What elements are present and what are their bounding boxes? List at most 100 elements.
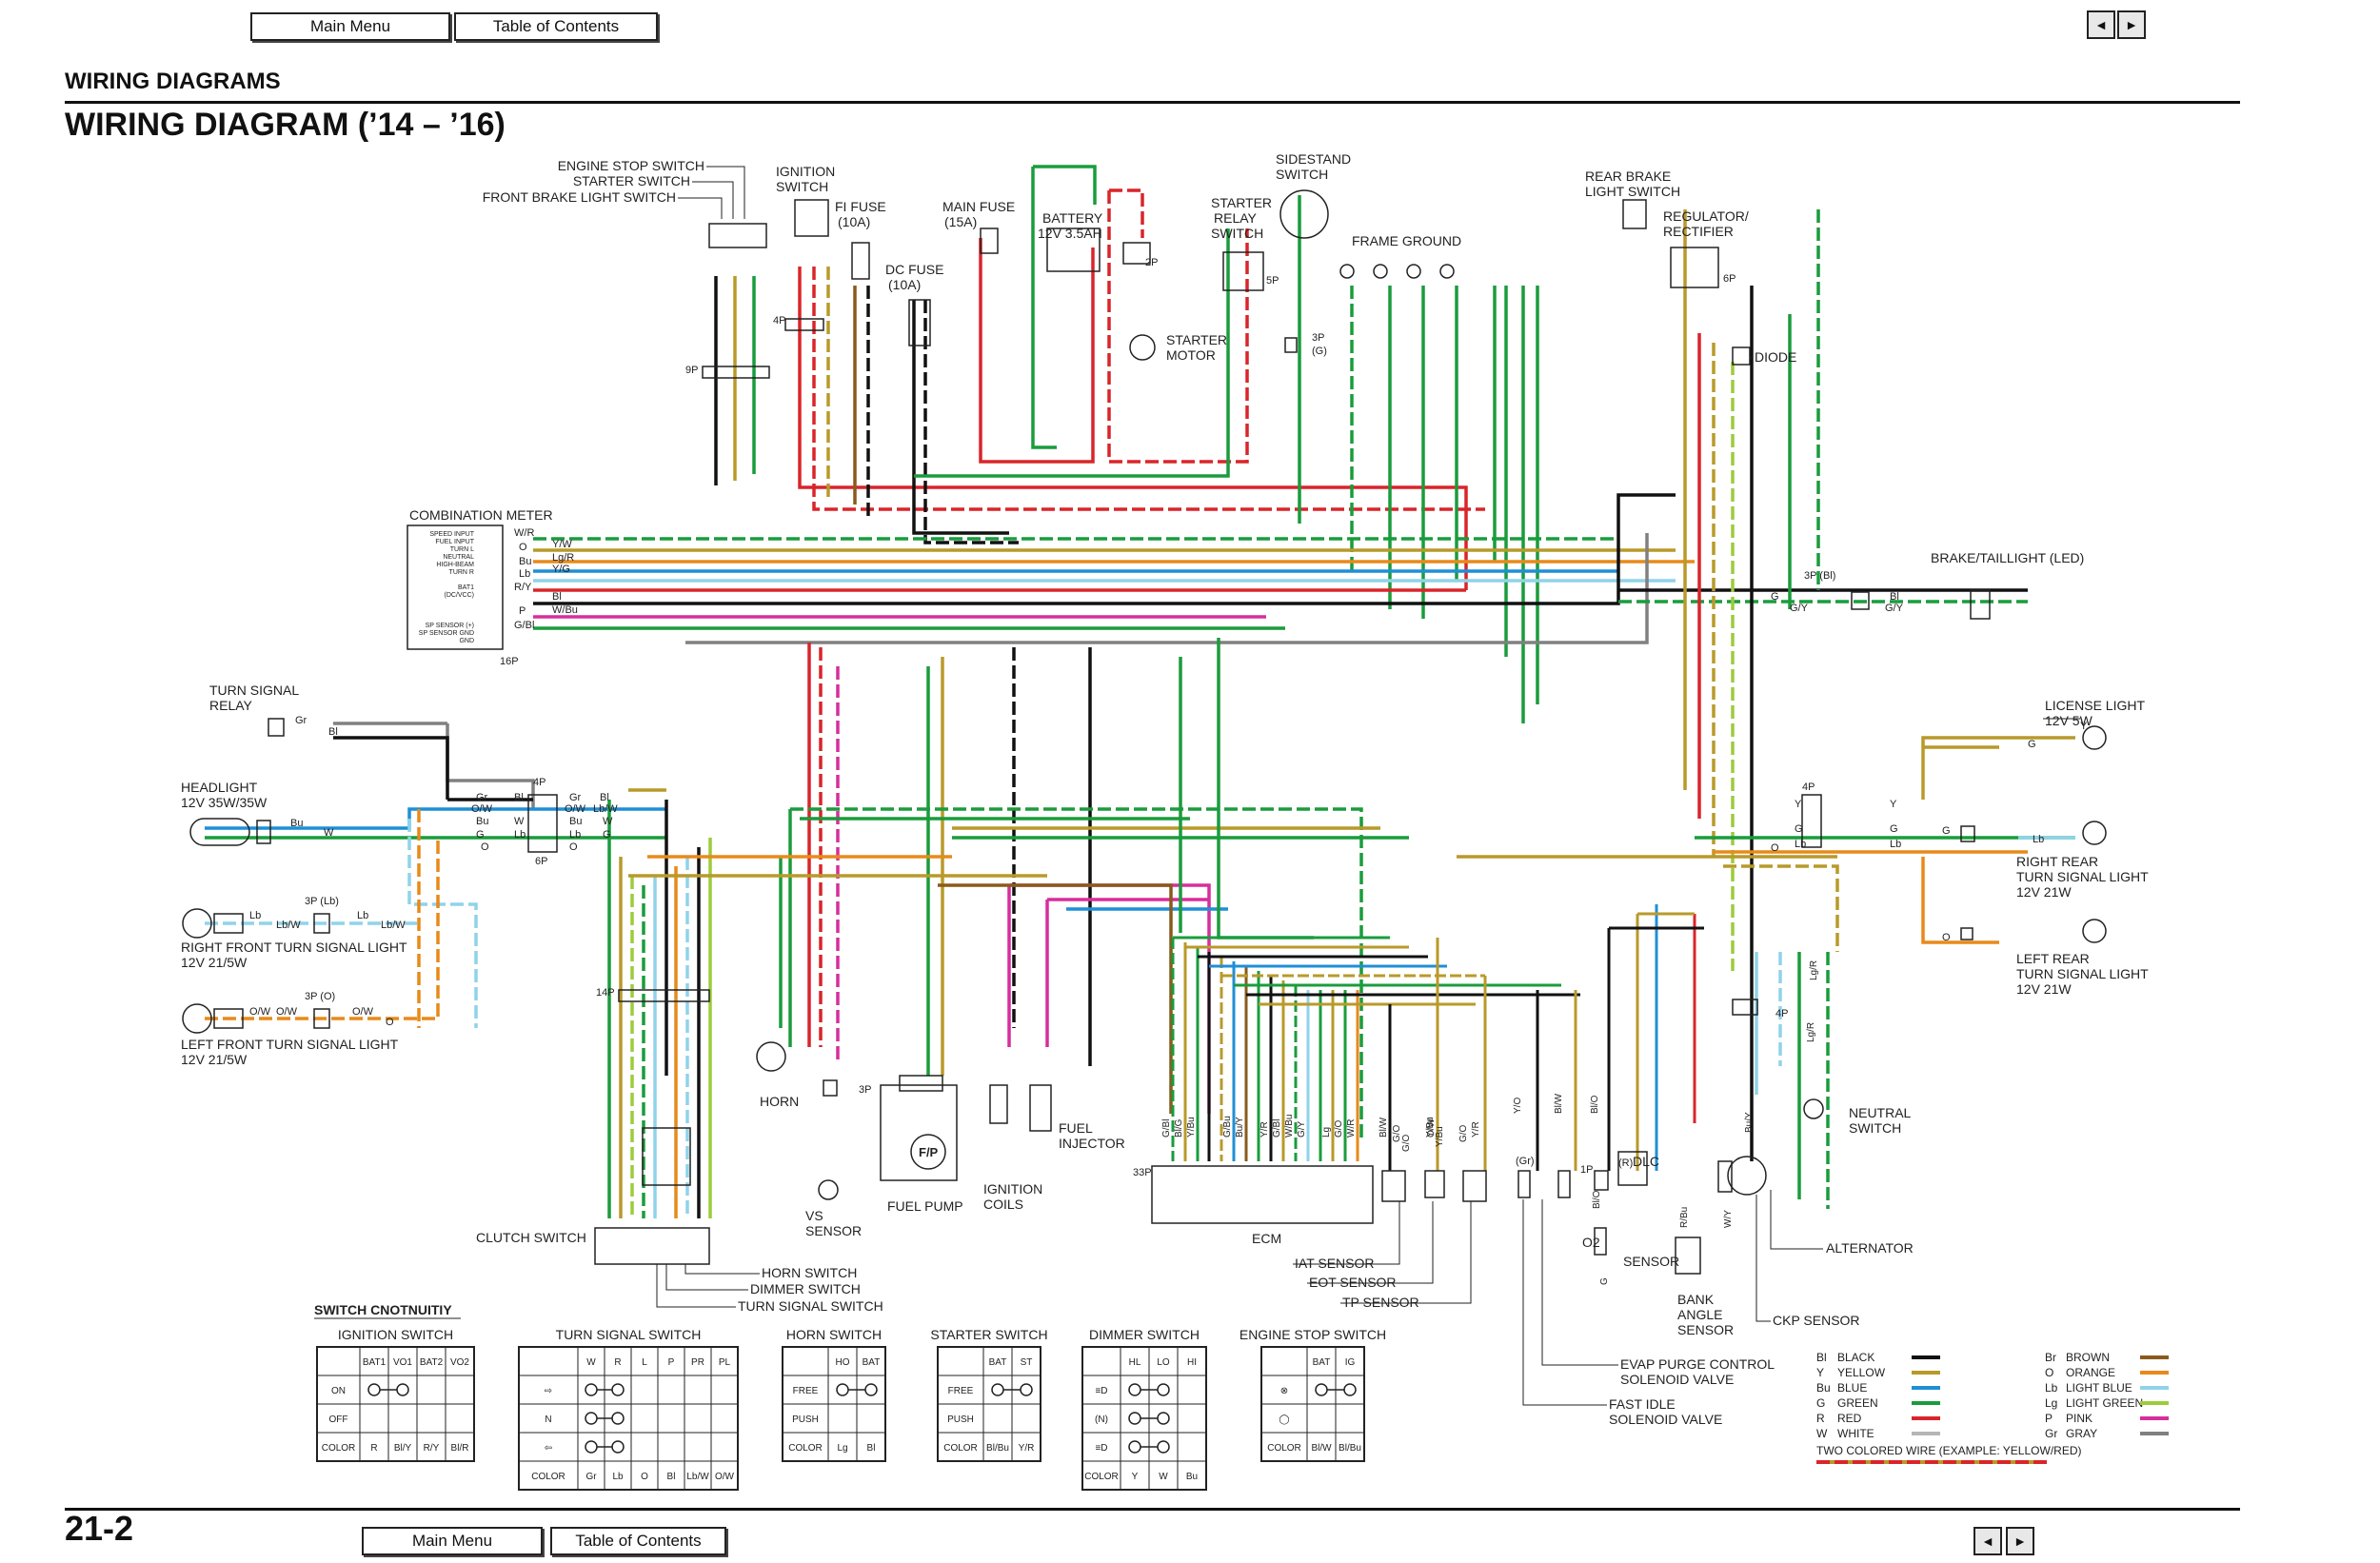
continuity-node xyxy=(1157,1383,1170,1396)
leader-lines xyxy=(656,166,2080,1406)
legend-code: Lg xyxy=(2045,1396,2057,1410)
fuel-injector-label-1: FUEL xyxy=(1059,1120,1093,1136)
ecm-wire-label: G/Bl xyxy=(1272,1119,1282,1138)
dimmer-switch-label: DIMMER SWITCH xyxy=(750,1281,861,1296)
wire-label: Bu xyxy=(290,818,303,829)
meter-pin-label: BAT1 xyxy=(458,584,474,591)
tp-sensor-label: TP SENSOR xyxy=(1342,1295,1419,1310)
table-of-contents-button-bottom[interactable]: Table of Contents xyxy=(550,1527,726,1555)
switch-table-header: BAT xyxy=(989,1357,1007,1368)
prev-page-button-top[interactable]: ◄ xyxy=(2087,10,2115,39)
ecm-wire-label: G/O xyxy=(1334,1119,1344,1138)
wire-label: W xyxy=(324,827,334,839)
license-light-label-1: LICENSE LIGHT xyxy=(2045,698,2145,713)
switch-table-header: PL xyxy=(719,1357,731,1368)
connector-6p-regulator: 6P xyxy=(1723,273,1735,285)
switch-table-row-label: OFF xyxy=(329,1415,348,1425)
connector-6p-front: 6P xyxy=(535,856,547,867)
continuity-node xyxy=(1343,1383,1357,1396)
ecm-wire-label: W/Bu xyxy=(1284,1115,1295,1138)
switch-table-header: R xyxy=(614,1357,621,1368)
switch-table-row-label: FREE xyxy=(948,1386,974,1396)
connector-3p-sidestand-color: (G) xyxy=(1312,346,1327,357)
connector-16p: 16P xyxy=(500,656,519,667)
continuity-node xyxy=(1157,1412,1170,1425)
o2-sensor-label-2: SENSOR xyxy=(1623,1254,1679,1269)
legend-code: Gr xyxy=(2045,1427,2057,1440)
switch-table-header: ST xyxy=(1021,1357,1033,1368)
continuity-node xyxy=(611,1383,625,1396)
fi-fuse-label-1: FI FUSE xyxy=(835,199,886,214)
main-menu-button-bottom[interactable]: Main Menu xyxy=(362,1527,543,1555)
table-of-contents-button-top[interactable]: Table of Contents xyxy=(454,12,658,41)
connector-2p-gray: (Gr) xyxy=(1516,1156,1535,1167)
switch-table-color: Bl/W xyxy=(1311,1443,1332,1454)
switch-table-header: BAT2 xyxy=(420,1357,444,1368)
switch-continuity-title: SWITCH CNOTNUITIY xyxy=(314,1302,452,1317)
wire-label: Y/G xyxy=(552,564,570,575)
switch-table-row-label: PUSH xyxy=(792,1415,819,1425)
switch-table-title: DIMMER SWITCH xyxy=(1089,1327,1200,1342)
next-page-button-bottom[interactable]: ► xyxy=(2006,1527,2034,1555)
ecm-wire-label: Y/Bu xyxy=(1186,1117,1197,1138)
wire-label: Y xyxy=(1890,799,1897,810)
main-menu-button-top[interactable]: Main Menu xyxy=(250,12,450,41)
iat-sensor-label: IAT SENSOR xyxy=(1295,1256,1375,1271)
rear-brake-label-2: LIGHT SWITCH xyxy=(1585,184,1680,199)
starter-relay-label-1: STARTER xyxy=(1211,195,1272,210)
switch-table-title: ENGINE STOP SWITCH xyxy=(1240,1327,1386,1342)
switch-table-color: Lb xyxy=(612,1472,624,1482)
footer-rule xyxy=(65,1508,2240,1511)
brake-taillight-label: BRAKE/TAILLIGHT (LED) xyxy=(1931,550,2084,565)
ecm-wire-label: G/Bl xyxy=(1161,1119,1172,1138)
connector-3p-sidestand: 3P xyxy=(1312,332,1324,344)
switch-table-title: IGNITION SWITCH xyxy=(338,1327,453,1342)
connector-3p-bl: 3P (Bl) xyxy=(1804,570,1835,582)
connector-1p: 1P xyxy=(1580,1164,1593,1176)
wire-label: Lb xyxy=(1795,839,1806,850)
ecm-wire-label: G/Bu xyxy=(1222,1116,1233,1138)
wire-label: G xyxy=(476,829,485,841)
legend-name: GREEN xyxy=(1837,1396,1878,1410)
switch-table-color: O/W xyxy=(715,1472,735,1482)
wire-label: O xyxy=(481,841,489,853)
wire-label: Gr xyxy=(476,792,488,803)
legend-code: Y xyxy=(1816,1366,1824,1379)
section-title: WIRING DIAGRAMS xyxy=(65,69,281,94)
continuity-node xyxy=(1128,1383,1141,1396)
switch-table-color: Gr xyxy=(585,1472,597,1482)
neutral-switch-label-1: NEUTRAL xyxy=(1849,1105,1912,1120)
prev-page-button-bottom[interactable]: ◄ xyxy=(1973,1527,2002,1555)
lr-turn-label-1: LEFT REAR xyxy=(2016,951,2090,966)
next-arrow-icon: ► xyxy=(2013,1533,2027,1549)
sensor-wire-label: Bl/W xyxy=(1554,1093,1564,1114)
engine-stop-switch-label: ENGINE STOP SWITCH xyxy=(558,158,704,173)
wire-label: O/W xyxy=(276,1006,298,1018)
meter-pin-label: TURN R xyxy=(449,569,474,576)
wire-label: Bl xyxy=(328,726,338,738)
neutral-switch-label-2: SWITCH xyxy=(1849,1120,1901,1136)
combination-meter-label: COMBINATION METER xyxy=(409,507,553,523)
wire-label: O/W xyxy=(565,803,586,815)
sensor-wire-label: Lg/R xyxy=(1809,960,1819,980)
connector-3p-o: 3P (O) xyxy=(305,991,335,1002)
wire-label: Lb/W xyxy=(381,920,406,931)
wire-label: Gr xyxy=(569,792,582,803)
wire-label: Lg/R xyxy=(552,552,574,564)
switch-table-header: VO2 xyxy=(450,1357,469,1368)
legend-name: WHITE xyxy=(1837,1427,1874,1440)
wire-label: O xyxy=(1771,842,1779,854)
rr-turn-label-3: 12V 21W xyxy=(2016,884,2072,900)
continuity-node xyxy=(1128,1440,1141,1454)
legend-code: Lb xyxy=(2045,1381,2058,1395)
wire-label: O xyxy=(386,1017,394,1028)
ecm-wire-label: Bl/G xyxy=(1174,1118,1184,1138)
meter-pin-label: SPEED INPUT xyxy=(429,531,474,538)
connector-3p-vs: 3P xyxy=(859,1084,871,1096)
connector-14p: 14P xyxy=(596,987,615,999)
wire-label: W xyxy=(514,816,525,827)
wire-label: W xyxy=(603,816,613,827)
switch-table-header: HL xyxy=(1129,1357,1141,1368)
wire-label: G xyxy=(1771,591,1779,603)
next-page-button-top[interactable]: ► xyxy=(2117,10,2146,39)
